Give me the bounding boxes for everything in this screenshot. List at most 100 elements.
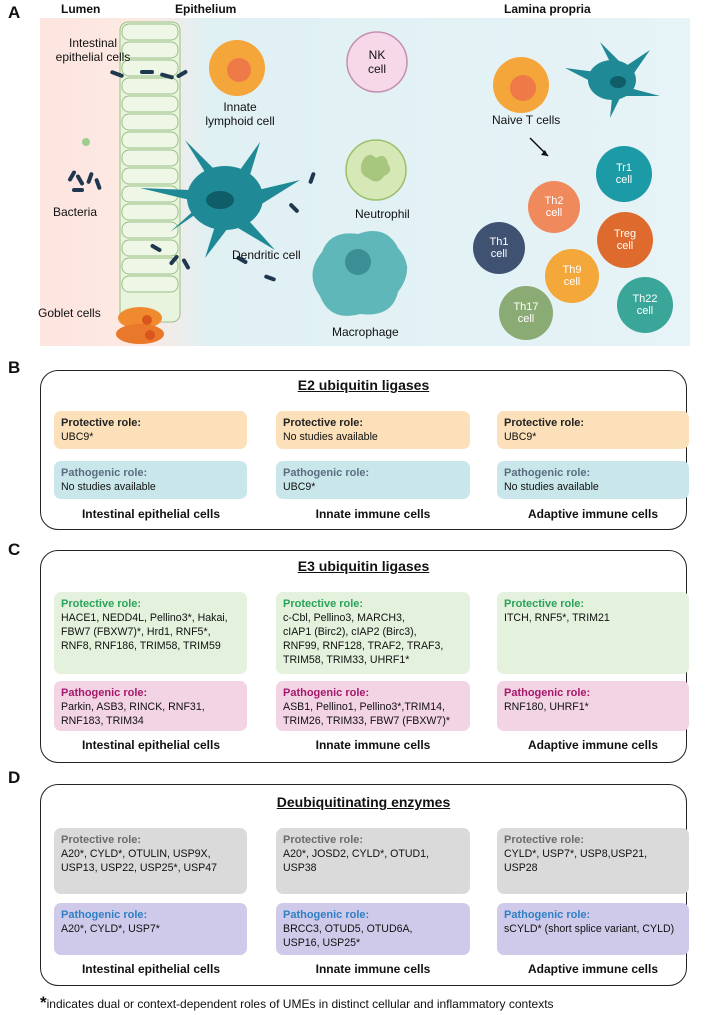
nk-label: NK cell bbox=[367, 48, 386, 76]
panel-c-e3: E3 ubiquitin ligases Protective role: HAC… bbox=[40, 550, 689, 763]
treg-label: Treg cell bbox=[613, 228, 637, 252]
th17-shape bbox=[499, 286, 553, 340]
role-head: Protective role: bbox=[283, 598, 364, 610]
role-body: A20*, JOSD2, CYLD*, OTUD1, USP38 bbox=[283, 848, 430, 874]
dub-col-adaptive: Adaptive immune cells bbox=[527, 962, 659, 976]
role-head: Pathogenic role: bbox=[61, 909, 148, 921]
dub-col-innate: Innate immune cells bbox=[315, 962, 431, 976]
role-body: A20*, CYLD*, USP7* bbox=[61, 923, 160, 935]
role-head: Pathogenic role: bbox=[504, 687, 591, 699]
th22-shape bbox=[617, 277, 673, 333]
role-head: Pathogenic role: bbox=[61, 687, 148, 699]
e2-col-adaptive: Adaptive immune cells bbox=[527, 507, 659, 521]
panel-b-letter: B bbox=[8, 358, 21, 377]
dendritic-cell-label: Dendritic cell bbox=[232, 248, 301, 262]
th2-label: Th2 cell bbox=[544, 195, 564, 219]
role-head: Protective role: bbox=[283, 417, 364, 429]
dub-iec-pathogenic: Pathogenic role: A20*, CYLD*, USP7* bbox=[54, 903, 247, 955]
e3-title: E3 ubiquitin ligases bbox=[297, 558, 430, 574]
dub-adaptive-protective: Protective role: CYLD*, USP7*, USP8,USP21… bbox=[497, 828, 689, 894]
role-body: UBC9* bbox=[504, 431, 537, 443]
e3-iec-protective: Protective role: HACE1, NEDD4L, Pellino3*… bbox=[54, 592, 247, 674]
epithelial-layer bbox=[116, 21, 181, 344]
macrophage-label: Macrophage bbox=[332, 325, 399, 339]
dub-title: Deubiquitinating enzymes bbox=[276, 794, 451, 810]
e2-innate-pathogenic: Pathogenic role: UBC9* bbox=[276, 461, 470, 499]
th9-label: Th9 cell bbox=[562, 264, 582, 288]
role-head: Protective role: bbox=[61, 834, 142, 846]
e3-adaptive-pathogenic: Pathogenic role: RNF180, UHRF1* bbox=[497, 681, 689, 731]
role-body: ASB1, Pellino1, Pellino3*,TRIM14, TRIM26… bbox=[283, 701, 450, 727]
footnote-star: * bbox=[40, 993, 47, 1012]
e3-adaptive-protective: Protective role: ITCH, RNF5*, TRIM21 bbox=[497, 592, 689, 674]
panel-d-dub: Deubiquitinating enzymes Protective role… bbox=[40, 784, 689, 986]
role-body: No studies available bbox=[504, 481, 599, 493]
th1-shape bbox=[473, 222, 525, 274]
dub-innate-pathogenic: Pathogenic role: BRCC3, OTUD5, OTUD6A, US… bbox=[276, 903, 470, 955]
role-head: Protective role: bbox=[504, 417, 585, 429]
dub-col-iec: Intestinal epithelial cells bbox=[81, 962, 221, 976]
e2-iec-pathogenic: Pathogenic role: No studies available bbox=[54, 461, 247, 499]
tr1-shape bbox=[596, 146, 652, 202]
e2-adaptive-pathogenic: Pathogenic role: No studies available bbox=[497, 461, 689, 499]
bacteria-label: Bacteria bbox=[53, 205, 98, 219]
e3-innate-pathogenic: Pathogenic role: ASB1, Pellino1, Pellino3… bbox=[276, 681, 470, 731]
lamina-propria-header: Lamina propria bbox=[504, 2, 591, 16]
role-body: sCYLD* (short splice variant, CYLD) bbox=[504, 923, 675, 935]
role-head: Protective role: bbox=[283, 834, 364, 846]
footnote: *indicates dual or context-dependent rol… bbox=[40, 993, 554, 1013]
e2-innate-protective: Protective role: No studies available bbox=[276, 411, 470, 449]
role-body: A20*, CYLD*, OTULIN, USP9X, USP13, USP22… bbox=[61, 848, 218, 874]
role-head: Protective role: bbox=[504, 834, 585, 846]
role-body: No studies available bbox=[283, 431, 378, 443]
th2-shape bbox=[528, 181, 580, 233]
th17-label: Th17 cell bbox=[513, 301, 539, 325]
e3-col-iec: Intestinal epithelial cells bbox=[81, 738, 221, 752]
role-body: UBC9* bbox=[283, 481, 316, 493]
role-head: Protective role: bbox=[504, 598, 585, 610]
e2-col-innate: Innate immune cells bbox=[315, 507, 431, 521]
treg-shape bbox=[597, 212, 653, 268]
goblet-cells-label: Goblet cells bbox=[38, 306, 101, 320]
epithelium-header: Epithelium bbox=[175, 2, 237, 16]
footnote-text: indicates dual or context-dependent role… bbox=[46, 997, 554, 1011]
role-head: Protective role: bbox=[61, 598, 142, 610]
role-head: Protective role: bbox=[61, 417, 142, 429]
role-head: Pathogenic role: bbox=[283, 687, 370, 699]
role-body: UBC9* bbox=[61, 431, 94, 443]
dub-adaptive-pathogenic: Pathogenic role: sCYLD* (short splice var… bbox=[497, 903, 689, 955]
role-body: HACE1, NEDD4L, Pellino3*, Hakai, FBW7 (F… bbox=[61, 612, 228, 652]
panel-d-letter: D bbox=[8, 768, 21, 787]
role-body: BRCC3, OTUD5, OTUD6A, USP16, USP25* bbox=[283, 923, 413, 949]
th22-label: Th22 cell bbox=[632, 293, 658, 317]
e3-iec-pathogenic: Pathogenic role: Parkin, ASB3, RINCK, RNF… bbox=[54, 681, 247, 731]
dub-innate-protective: Protective role: A20*, JOSD2, CYLD*, OTUD… bbox=[276, 828, 470, 894]
iec-label: Intestinal epithelial cells bbox=[55, 36, 131, 64]
e3-col-adaptive: Adaptive immune cells bbox=[527, 738, 659, 752]
role-body: c-Cbl, Pellino3, MARCH3, cIAP1 (Birc2), … bbox=[283, 612, 444, 666]
bacteria-group bbox=[68, 70, 408, 282]
e3-innate-protective: Protective role: c-Cbl, Pellino3, MARCH3,… bbox=[276, 592, 470, 674]
e2-adaptive-protective: Protective role: UBC9* bbox=[497, 411, 689, 449]
role-body: RNF180, UHRF1* bbox=[504, 701, 589, 713]
e2-iec-protective: Protective role: UBC9* bbox=[54, 411, 247, 449]
th1-label: Th1 cell bbox=[489, 236, 509, 260]
lumen-header: Lumen bbox=[61, 2, 101, 16]
role-body: CYLD*, USP7*, USP8,USP21, USP28 bbox=[504, 848, 648, 874]
role-head: Pathogenic role: bbox=[504, 909, 591, 921]
dub-iec-protective: Protective role: A20*, CYLD*, OTULIN, USP… bbox=[54, 828, 247, 894]
e2-title: E2 ubiquitin ligases bbox=[297, 377, 430, 393]
role-body: ITCH, RNF5*, TRIM21 bbox=[504, 612, 610, 624]
role-head: Pathogenic role: bbox=[61, 467, 148, 479]
panel-a-illustration bbox=[40, 18, 690, 346]
role-head: Pathogenic role: bbox=[283, 467, 370, 479]
role-head: Pathogenic role: bbox=[504, 467, 591, 479]
e2-col-iec: Intestinal epithelial cells bbox=[81, 507, 221, 521]
ilc-label: Innate lymphoid cell bbox=[205, 100, 275, 128]
role-body: No studies available bbox=[61, 481, 156, 493]
nk-cell-shape bbox=[346, 31, 408, 93]
role-head: Pathogenic role: bbox=[283, 909, 370, 921]
panel-c-letter: C bbox=[8, 540, 21, 559]
e3-col-innate: Innate immune cells bbox=[315, 738, 431, 752]
role-body: Parkin, ASB3, RINCK, RNF31, RNF183, TRIM… bbox=[61, 701, 205, 727]
